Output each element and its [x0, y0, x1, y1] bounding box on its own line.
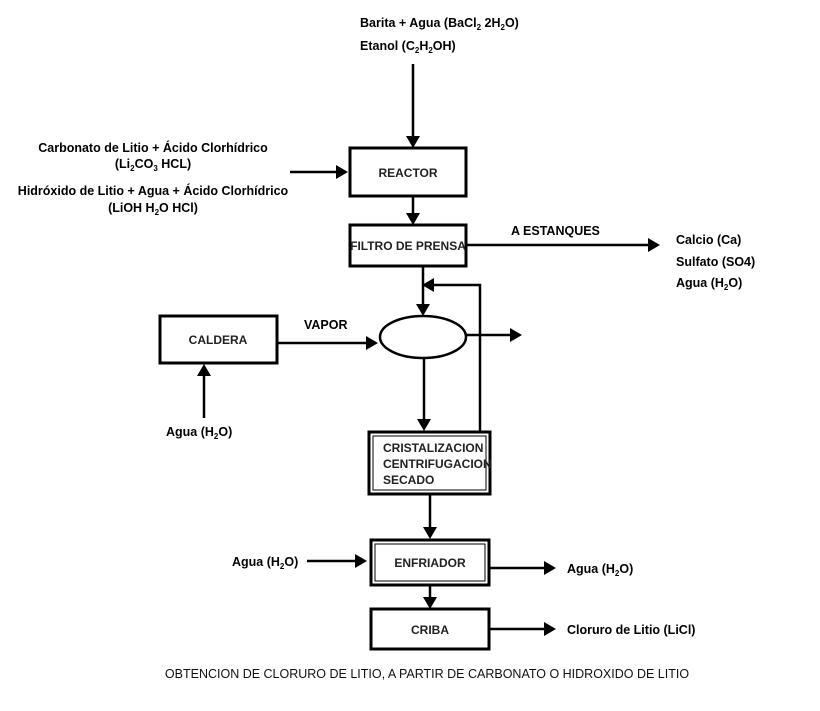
- arrowhead: [423, 597, 437, 609]
- carbonato-label: Carbonato de Litio + Ácido Clorhídrico: [38, 140, 268, 155]
- barita-label: Barita + Agua (BaCl2 2H2O): [360, 16, 519, 32]
- reactor-label: REACTOR: [378, 166, 437, 180]
- recycle-loop-line: [432, 283, 482, 432]
- arrowhead: [544, 622, 556, 636]
- hidroxido-label: Hidróxido de Litio + Agua + Ácido Clorhí…: [18, 183, 289, 198]
- arrowhead: [197, 364, 211, 376]
- arrowhead: [423, 527, 437, 539]
- arrowhead: [544, 561, 556, 575]
- cristal-label-1: CRISTALIZACION: [383, 441, 483, 455]
- arrowhead: [355, 554, 367, 568]
- evaporator-ellipse: [378, 314, 468, 360]
- li2co3-label: (Li2CO3 HCL): [115, 157, 191, 173]
- cristal-label-2: CENTRIFUGACION: [383, 457, 492, 471]
- enfriador-label: ENFRIADOR: [394, 556, 466, 570]
- agua-top-label: Agua (H2O): [676, 276, 742, 292]
- calcio-label: Calcio (Ca): [676, 233, 741, 247]
- cristalizacion-node: CRISTALIZACION CENTRIFUGACION SECADO: [367, 430, 492, 496]
- arrowhead: [416, 304, 430, 316]
- vapor-label: VAPOR: [304, 318, 348, 332]
- arrowhead: [648, 238, 660, 252]
- arrowhead: [406, 213, 420, 225]
- arrowhead: [417, 419, 431, 431]
- cloruro-label: Cloruro de Litio (LiCl): [567, 623, 695, 637]
- diagram-caption: OBTENCION DE CLORURO DE LITIO, A PARTIR …: [165, 667, 689, 681]
- connectors: [197, 64, 660, 636]
- agua-caldera-label: Agua (H2O): [166, 425, 232, 441]
- criba-label: CRIBA: [411, 623, 449, 637]
- caldera-node: CALDERA: [158, 314, 279, 365]
- lioh-label: (LiOH H2O HCl): [108, 201, 198, 217]
- cristal-label-3: SECADO: [383, 473, 434, 487]
- reactor-node: REACTOR: [348, 146, 468, 198]
- agua-enfriador-in-label: Agua (H2O): [232, 555, 298, 571]
- agua-enfriador-out-label: Agua (H2O): [567, 562, 633, 578]
- estanques-label: A ESTANQUES: [511, 224, 600, 238]
- criba-node: CRIBA: [369, 607, 491, 651]
- sulfato-label: Sulfato (SO4): [676, 255, 755, 269]
- arrowhead: [510, 328, 522, 342]
- enfriador-node: ENFRIADOR: [369, 538, 491, 587]
- arrowhead: [406, 136, 420, 148]
- filtro-label: FILTRO DE PRENSA: [350, 239, 466, 253]
- arrowhead: [422, 278, 434, 292]
- caldera-label: CALDERA: [189, 333, 248, 347]
- arrowhead: [366, 336, 378, 350]
- etanol-label: Etanol (C2H2OH): [360, 39, 456, 55]
- arrowhead: [336, 165, 348, 179]
- filtro-node: FILTRO DE PRENSA: [348, 223, 468, 268]
